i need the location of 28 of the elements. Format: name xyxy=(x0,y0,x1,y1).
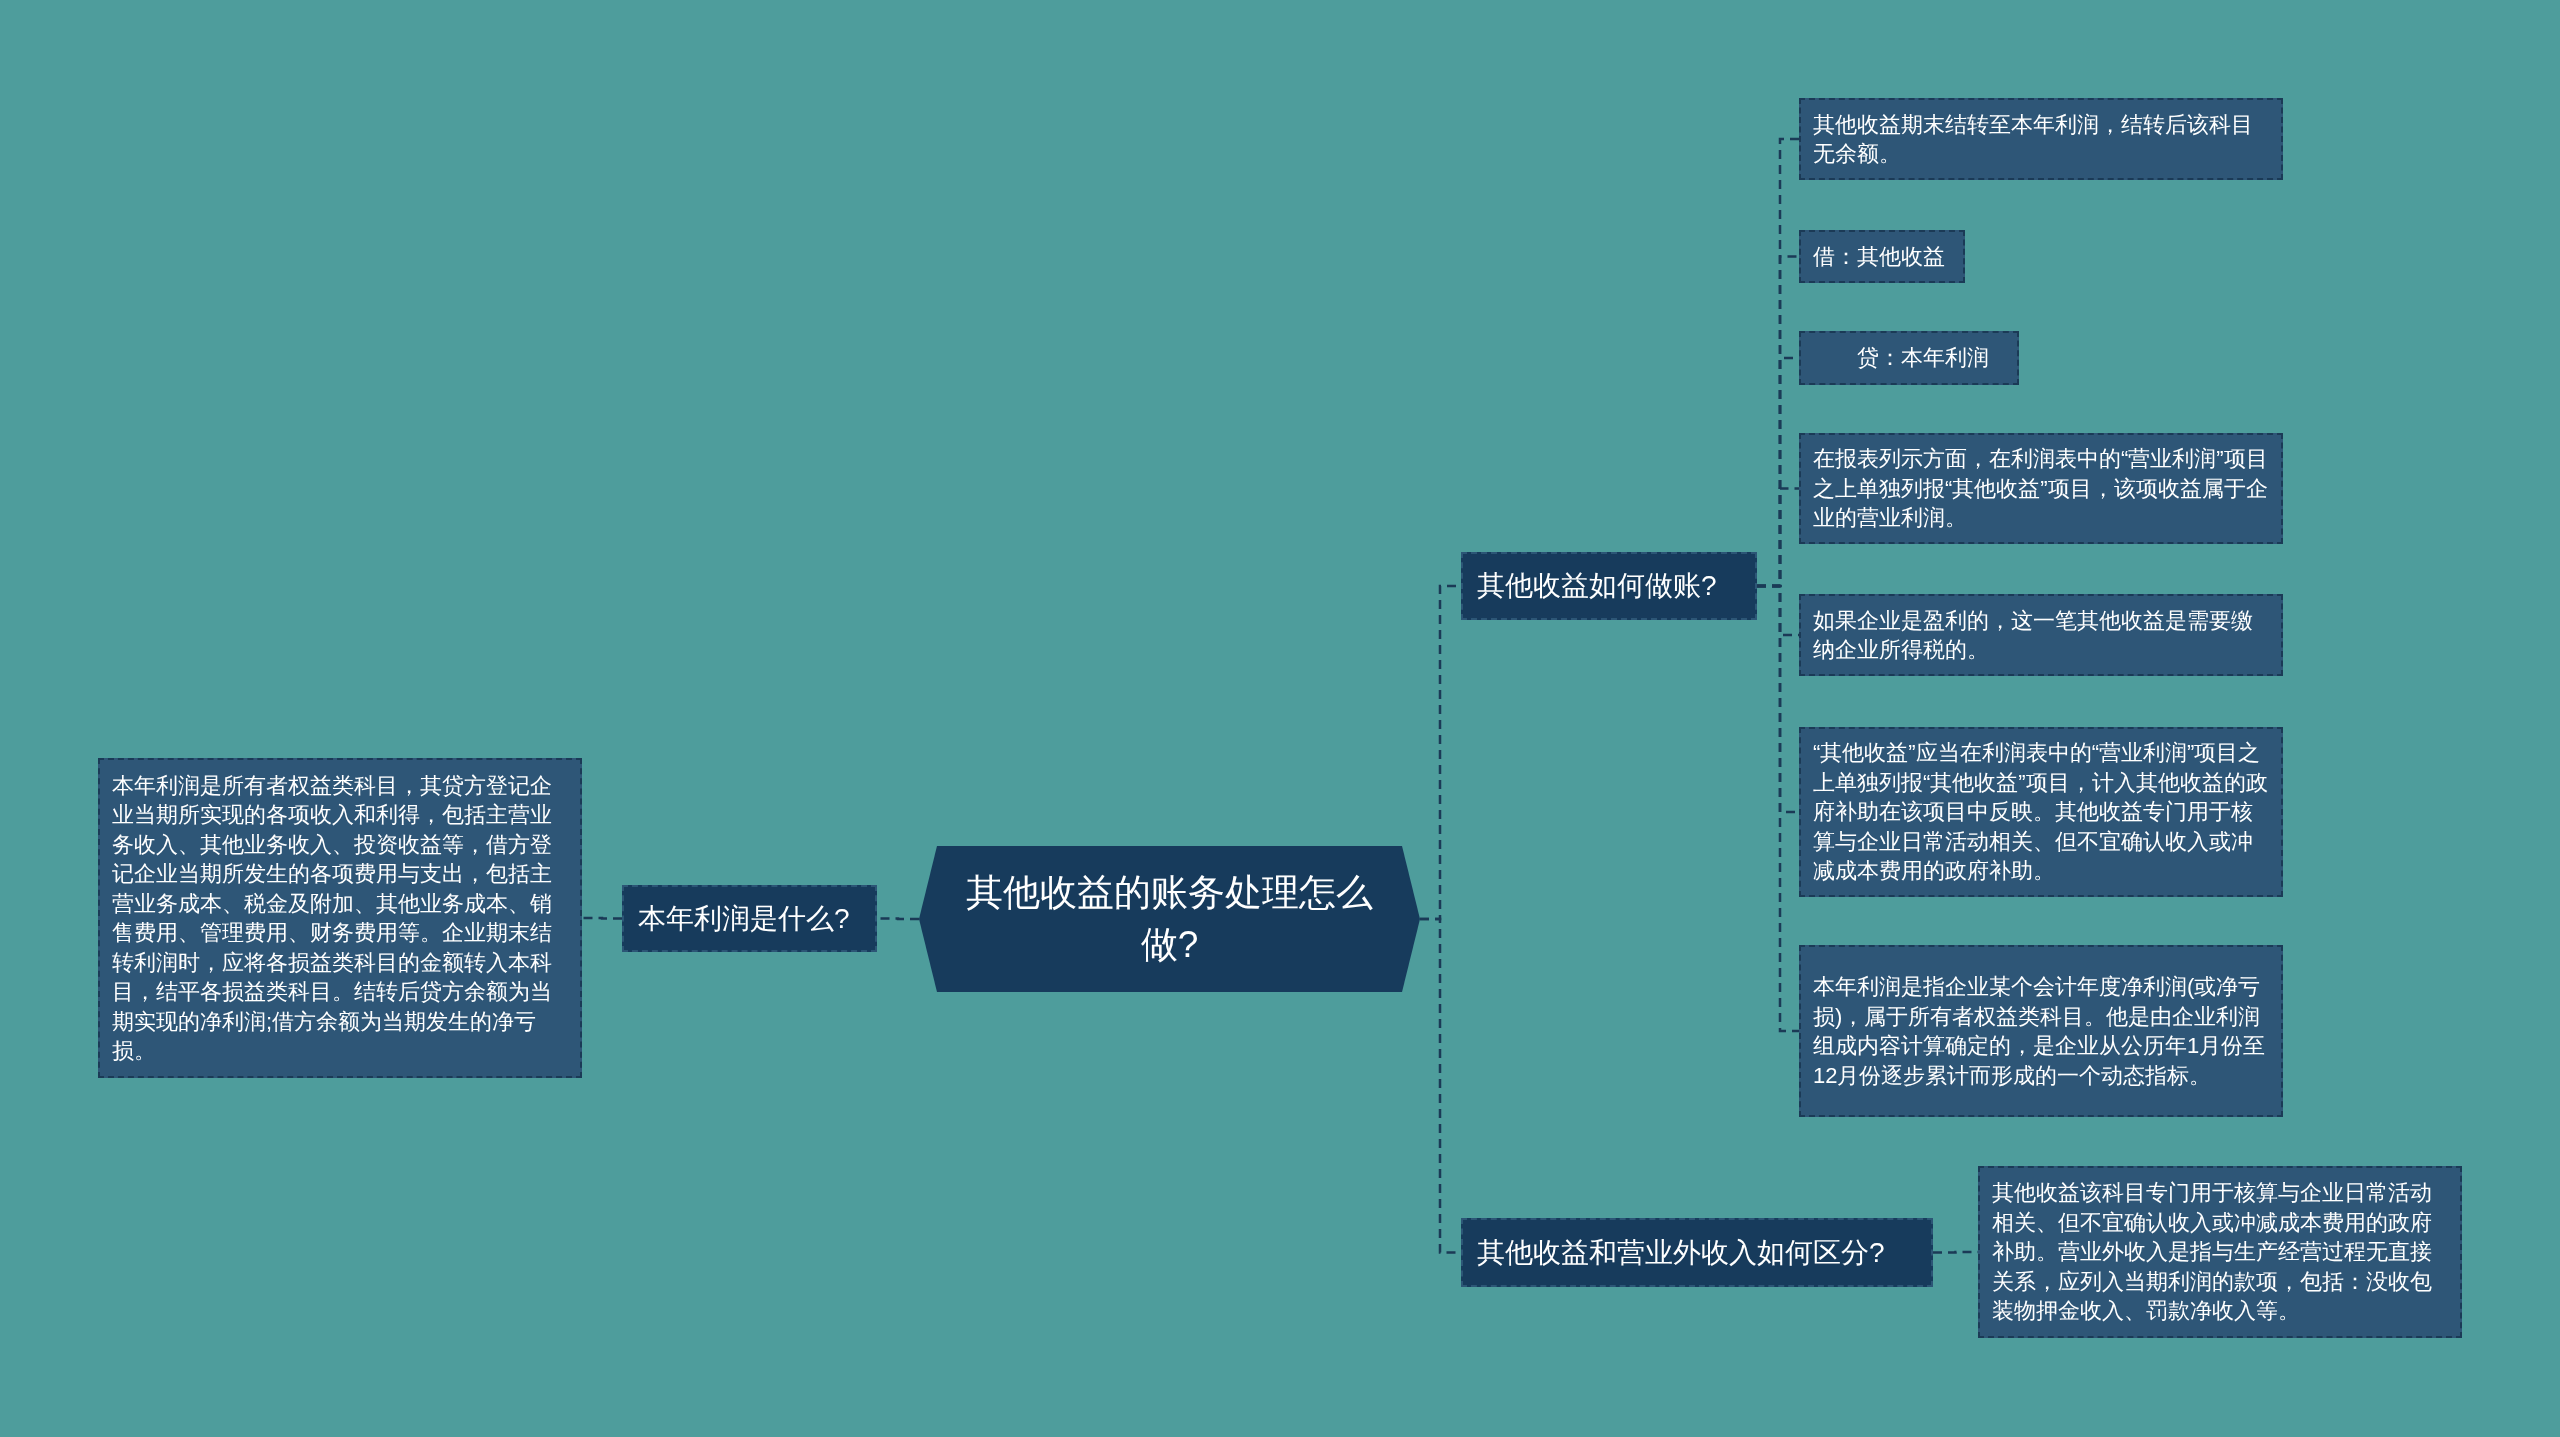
note-text: 本年利润是所有者权益类科目，其贷方登记企业当期所实现的各项收入和利得，包括主营业务收入、其他业务收入、投资收益等，借方登记企业当期所发生的各项费用与支出，包括主营业务成本、税金及附加、其他业务成本、销售费用、管理费用、财务费用等。企业期末结转利润时，应将各损益类科目的金额转入本科目，结平各损益类科目。结转后贷方余额为当期实现的净利润;借方余额为当期发生的净亏损。 xyxy=(112,771,553,1065)
note-box xyxy=(1799,433,2283,544)
note-box xyxy=(1799,727,2283,897)
question-text: 其他收益和营业外收入如何区分? xyxy=(1477,1235,1885,1270)
connector-line xyxy=(582,916,622,920)
note-text: “其他收益”应当在利润表中的“营业利润”项目之上单独列报“其他收益”项目，计入其他收益的政府补助在该项目中反映。其他收益专门用于核算与企业日常活动相关、但不宜确认收入或冲减成本费用的政府补助。 xyxy=(1813,739,2269,886)
note-text: 其他收益期末结转至本年利润，结转后该科目无余额。 xyxy=(1813,110,2254,168)
note-text: 借：其他收益 xyxy=(1813,242,1945,271)
note-box xyxy=(1799,331,2019,385)
question-text: 其他收益如何做账? xyxy=(1477,569,1717,603)
note-text: 贷：本年利润 xyxy=(1857,344,1989,373)
note-text: 本年利润是指企业某个会计年度净利润(或净亏损)，属于所有者权益类科目。他是由企业利润组成内容计算确定的，是企业从公历年1月份至12月份逐步累计而形成的一个动态指标。 xyxy=(1813,973,2267,1090)
connector-line xyxy=(1757,584,1799,1033)
note-box xyxy=(1799,945,2283,1117)
note-box xyxy=(98,758,582,1078)
branch-box xyxy=(1461,1218,1933,1287)
branch-box xyxy=(1461,552,1757,620)
note-text: 在报表列示方面，在利润表中的“营业利润”项目之上单独列报“其他收益”项目，该项收益属于企业的营业利润。 xyxy=(1813,445,2269,533)
note-box xyxy=(1799,230,1965,283)
topic-title: 其他收益的账务处理怎么做? xyxy=(965,871,1374,967)
branch-box xyxy=(622,885,877,952)
topic-hexagon xyxy=(919,846,1420,992)
note-box xyxy=(1978,1166,2462,1338)
note-text: 其他收益该科目专门用于核算与企业日常活动相关、但不宜确认收入或冲减成本费用的政府补助。营业外收入是指与生产经营过程无直接关系，应列入当期利润的款项，包括：没收包装物押金收入、罚款净收入等。 xyxy=(1992,1179,2433,1326)
note-box xyxy=(1799,98,2283,180)
question-text: 本年利润是什么? xyxy=(638,901,850,936)
note-text: 如果企业是盈利的，这一笔其他收益是需要缴纳企业所得税的。 xyxy=(1813,606,2254,664)
note-box xyxy=(1799,594,2283,676)
